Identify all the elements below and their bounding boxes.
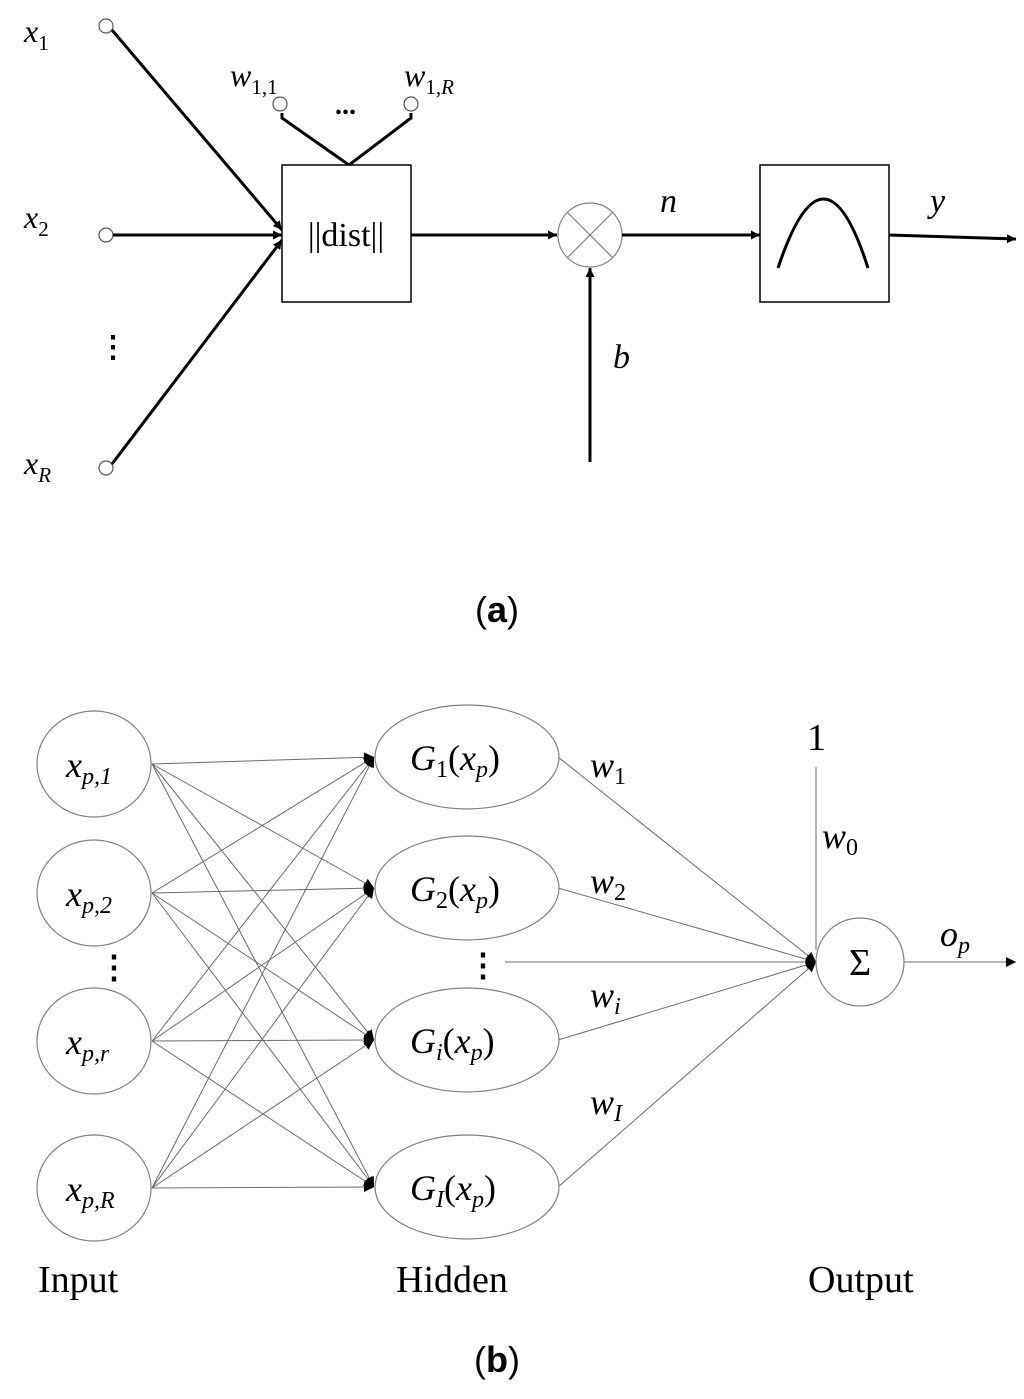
weight-label-wi: wi	[590, 975, 621, 1020]
svg-text:G2(xp): G2(xp)	[410, 869, 500, 914]
weight-label-wI: wI	[590, 1082, 623, 1127]
connection-line	[557, 960, 817, 1041]
net-label: n	[660, 183, 677, 220]
weight-label-w1: w1	[590, 745, 626, 790]
input-ellipsis: ⋮	[98, 949, 130, 985]
input-label-x1: x1	[23, 13, 49, 55]
layer-label-output: Output	[808, 1259, 914, 1301]
connection-line	[151, 752, 375, 765]
connection-line	[151, 756, 375, 1189]
connection-line	[151, 883, 375, 894]
hidden-ellipsis: ⋮	[467, 947, 499, 983]
input-label-x2: x2	[23, 199, 49, 241]
hidden-node: G2(xp)	[374, 835, 560, 941]
connection-line	[151, 763, 375, 1041]
input-node: xp,R	[36, 1134, 152, 1242]
input-hidden-connections	[151, 752, 375, 1193]
panel-a: x1 x2 ⋮ xR w1,1 ... w1,R ||dist||	[23, 13, 1017, 630]
weight-label-w11: w1,1	[230, 57, 278, 99]
hidden-output-connections	[505, 756, 817, 1188]
input-terminal-xR	[98, 460, 114, 476]
connection-line	[151, 887, 375, 1189]
radbas-curve-icon	[776, 197, 870, 269]
input-line-x1	[110, 29, 284, 231]
transfer-function-box	[759, 164, 890, 303]
output-label: op	[940, 914, 970, 959]
input-terminal-x2	[98, 227, 114, 243]
input-node: xp,r	[36, 987, 152, 1095]
weight-ellipsis: ...	[335, 90, 356, 121]
connection-line	[151, 1182, 375, 1193]
bias-label: b	[613, 339, 630, 376]
hidden-node: GI(xp)	[374, 1134, 560, 1240]
svg-text:xp,1: xp,1	[65, 745, 112, 790]
connection-line	[151, 756, 375, 894]
hidden-node: G1(xp)	[374, 704, 560, 810]
svg-text:Gi(xp): Gi(xp)	[410, 1021, 495, 1066]
input-node: xp,1	[36, 710, 152, 818]
input-line-xR	[110, 239, 284, 465]
weight-terminal-w11	[272, 96, 288, 112]
connection-line	[151, 892, 375, 1041]
layer-label-input: Input	[38, 1259, 119, 1301]
caption-a: (a)	[475, 589, 519, 630]
connection-line	[151, 756, 375, 1042]
svg-text:xp,R: xp,R	[65, 1169, 115, 1214]
connection-line	[557, 961, 817, 1188]
output-line	[888, 233, 1017, 244]
connection-line	[151, 1039, 375, 1189]
connection-line	[151, 887, 375, 1042]
panel-b: xp,1 xp,2 ⋮ xp,r xp,R G1(xp) G2(xp) ⋮ Gi…	[36, 704, 1016, 1380]
svg-text:xp,2: xp,2	[65, 874, 112, 919]
dist-label: ||dist||	[308, 217, 384, 254]
connection-line	[151, 763, 375, 889]
hidden-node: Gi(xp)	[374, 987, 560, 1093]
dist-box	[281, 164, 412, 303]
multiplier-node	[557, 202, 623, 268]
input-terminal-x1	[98, 18, 114, 34]
svg-text:G1(xp): G1(xp)	[410, 738, 500, 783]
connection-line	[151, 1035, 375, 1046]
svg-text:xp,r: xp,r	[65, 1022, 110, 1067]
caption-b: (b)	[474, 1339, 520, 1380]
layer-label-hidden: Hidden	[396, 1259, 508, 1301]
bias-input-label: 1	[807, 717, 826, 759]
input-node: xp,2	[36, 839, 152, 947]
output-label: y	[927, 183, 946, 220]
weight-label-w2: w2	[590, 861, 626, 906]
input-ellipsis: ⋮	[98, 331, 128, 364]
weight-terminal-w1R	[403, 96, 419, 112]
sum-icon: Σ	[849, 942, 871, 984]
connection-line	[557, 756, 817, 963]
input-label-xR: xR	[23, 445, 51, 487]
bias-weight-label: w0	[822, 816, 858, 861]
sum-node: Σ	[815, 917, 905, 1007]
weight-label-w1R: w1,R	[404, 57, 454, 99]
connection-line	[151, 763, 375, 1188]
svg-text:GI(xp): GI(xp)	[410, 1168, 496, 1213]
connection-line	[557, 887, 817, 965]
